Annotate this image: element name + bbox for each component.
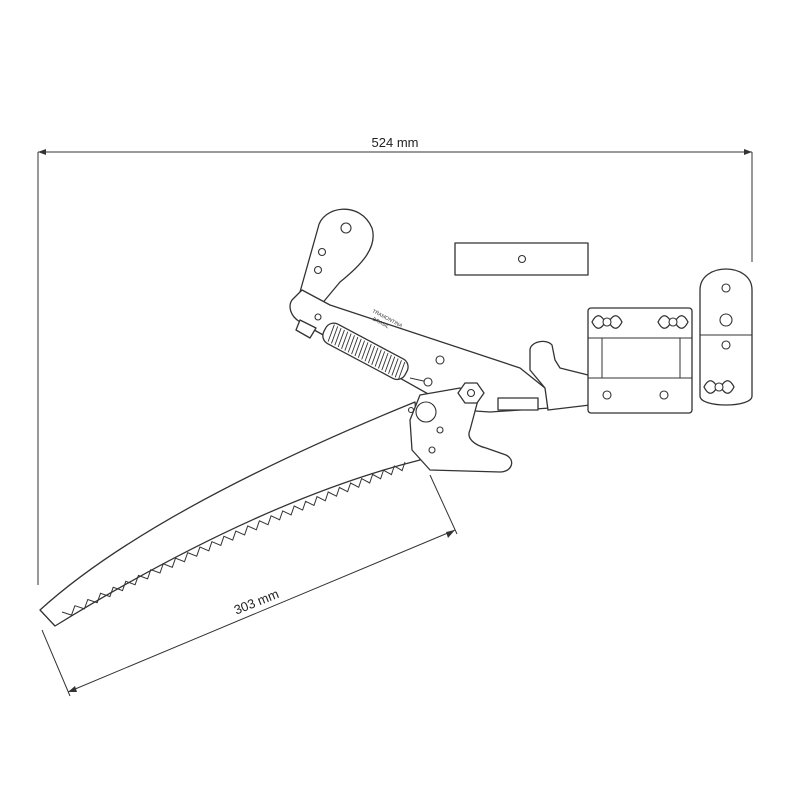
spring-coil	[381, 352, 389, 371]
spring-coil	[347, 335, 355, 353]
arm-hole-icon	[435, 355, 445, 365]
blade-dimension-line	[67, 529, 456, 693]
blade-extension-line-heel	[429, 474, 458, 535]
blade-dimension-arrow-end	[446, 530, 455, 538]
spring-coil	[398, 361, 406, 380]
spring-coil	[394, 360, 402, 378]
arm-body	[289, 289, 551, 413]
spring-coil	[361, 342, 369, 360]
spring-coil	[388, 356, 396, 374]
blade-dimension-arrow-start	[68, 686, 77, 692]
arm-slot	[497, 397, 539, 411]
spring-anchor-icon	[423, 377, 433, 387]
strap-hole-icon	[721, 340, 731, 350]
hook-plate	[409, 382, 513, 473]
overall-dimension-label: 524 mm	[372, 135, 419, 150]
handle-arm	[289, 289, 551, 413]
saw-blade	[39, 401, 421, 627]
bolt-center-icon	[466, 388, 476, 398]
blade-body	[39, 401, 421, 627]
spring-coil	[364, 344, 372, 362]
spring-coil	[371, 347, 379, 365]
hook-rivet-icon	[428, 446, 436, 454]
spacer-block	[454, 242, 589, 276]
spring-coil	[334, 327, 342, 346]
lever-hole-icon	[340, 222, 352, 234]
hook-rivet-icon	[436, 426, 444, 434]
spring-coil	[331, 326, 339, 344]
spring-coil	[357, 340, 365, 358]
spring-coil	[384, 354, 392, 373]
wing-nut-icon	[657, 315, 689, 329]
spring-coil	[351, 336, 359, 355]
overall-dimension: 524 mm	[37, 135, 753, 585]
spring-coil	[367, 345, 376, 364]
arm-rivet-icon	[314, 313, 322, 321]
strap-hole-icon	[719, 313, 733, 327]
wing-nut-icon	[591, 315, 623, 329]
bracket-hole-icon	[659, 390, 669, 400]
spring-coils	[327, 324, 406, 380]
spring-coil	[341, 331, 349, 349]
spring-coil	[391, 358, 399, 376]
bracket-plate	[587, 307, 693, 414]
hook-pivot-icon	[415, 401, 437, 423]
dimension-arrow-left	[38, 149, 46, 155]
lever-rivet-icon	[313, 265, 323, 275]
tension-spring	[322, 322, 433, 387]
spring-coil	[344, 333, 352, 351]
spring-coil	[327, 324, 335, 342]
spring-coil	[378, 351, 386, 369]
spring-coil	[374, 349, 382, 367]
mounting-bracket	[587, 307, 693, 414]
spring-coil	[337, 329, 345, 348]
blade-teeth	[61, 461, 406, 616]
bracket-hole-icon	[602, 390, 612, 400]
lever-rivet-icon	[317, 247, 327, 257]
strap-plate	[699, 268, 753, 406]
spring-body	[322, 322, 409, 381]
strap-body	[699, 268, 753, 406]
strap-hole-icon	[721, 283, 731, 293]
spring-coil	[354, 338, 362, 357]
wing-nut-icon	[703, 380, 735, 394]
blade-extension-line-tip	[41, 629, 71, 697]
dimension-arrow-right	[744, 149, 752, 155]
arm-clip	[295, 319, 317, 339]
block-hole-icon	[517, 254, 527, 264]
